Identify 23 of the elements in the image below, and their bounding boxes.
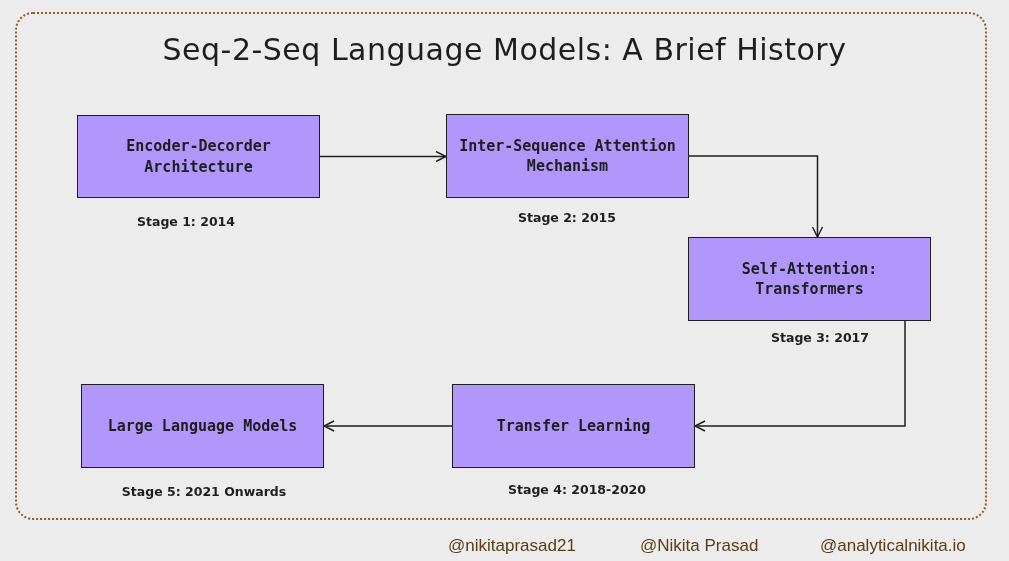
stage-title: Self-Attention: Transformers <box>740 258 879 300</box>
stage-box <box>452 384 695 468</box>
arrow <box>694 320 906 432</box>
stage-title: Inter-Sequence Attention Mechanism <box>458 135 677 177</box>
arrow <box>323 420 453 432</box>
stage-box <box>688 237 931 321</box>
stage-title: Large Language Models <box>107 415 298 437</box>
stage-box <box>77 115 320 198</box>
social-handle: @Nikita Prasad <box>640 536 759 556</box>
diagram-title: Seq-2-Seq Language Models: A Brief History <box>161 32 848 67</box>
stage-date: Stage 1: 2014 <box>137 214 235 229</box>
stage-title: Encoder-Decorder Architecture <box>125 136 272 177</box>
arrow <box>688 155 824 238</box>
arrow <box>319 150 447 163</box>
stage-date: Stage 4: 2018-2020 <box>508 482 646 497</box>
stage-date: Stage 5: 2021 Onwards <box>121 484 287 499</box>
stage-box <box>446 114 689 198</box>
stage-date: Stage 2: 2015 <box>518 210 616 225</box>
social-handle: @nikitaprasad21 <box>448 536 576 556</box>
stage-box <box>81 384 324 468</box>
stage-title: Transfer Learning <box>496 415 651 437</box>
stage-date: Stage 3: 2017 <box>771 330 869 345</box>
social-handle: @analyticalnikita.io <box>820 536 966 556</box>
